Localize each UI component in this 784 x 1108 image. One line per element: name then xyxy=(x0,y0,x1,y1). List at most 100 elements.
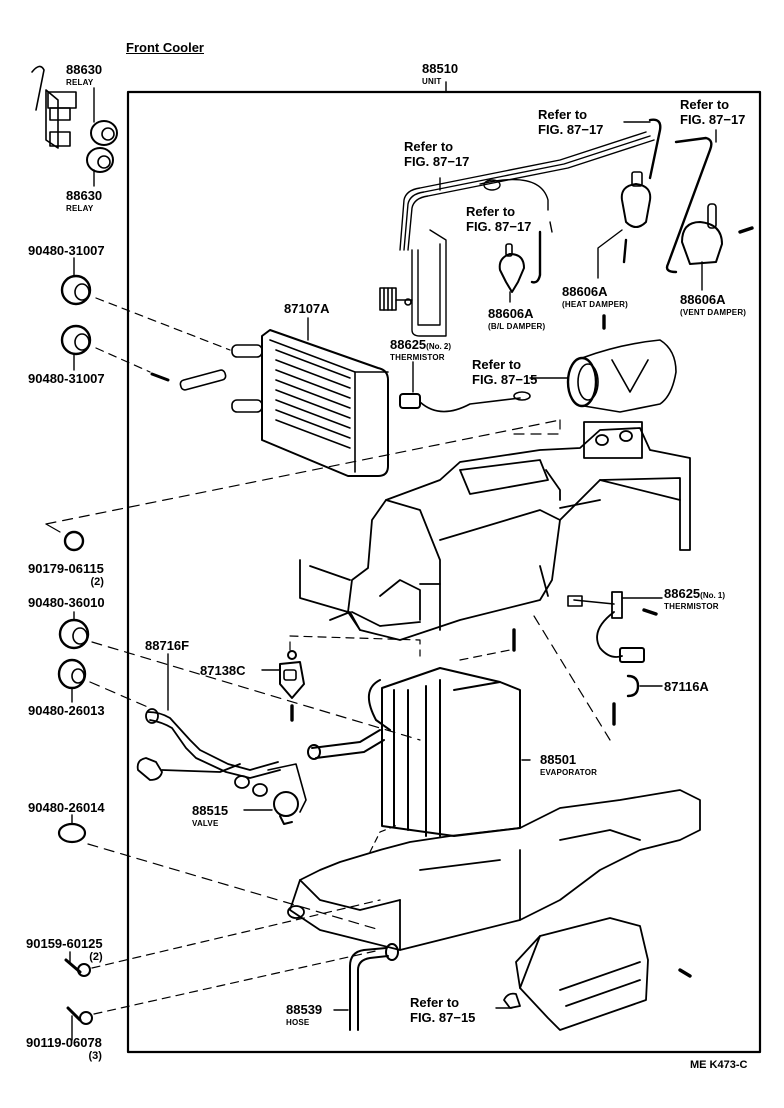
screw-60125-icon xyxy=(64,899,381,977)
unit-housing-icon xyxy=(299,419,691,652)
lower-case-icon xyxy=(287,789,701,951)
relay-bracket xyxy=(31,65,77,149)
grommet-26014-icon xyxy=(57,814,381,931)
part-name: (HEAT DAMPER) xyxy=(562,300,629,309)
clamp-icon xyxy=(626,674,663,698)
reference-line2: FIG. 87−17 xyxy=(404,153,470,169)
relay-top-icon xyxy=(90,87,118,146)
part-label-nut: 90179-06115 (2) xyxy=(28,561,104,588)
part-name: (VENT DAMPER) xyxy=(680,308,747,317)
part-label-grommet-3: 90480-36010 xyxy=(28,595,105,610)
tube-icon xyxy=(136,653,281,797)
part-name: RELAY xyxy=(66,78,94,87)
part-number: 88510 xyxy=(422,61,459,76)
assembly-leaders xyxy=(289,615,616,741)
part-name: THERMISTOR xyxy=(390,353,445,362)
part-number: 88630 xyxy=(66,188,103,203)
part-name: (B/L DAMPER) xyxy=(488,322,546,331)
reference-line2: FIG. 87−15 xyxy=(472,371,538,387)
part-label-tube: 88716F xyxy=(145,638,190,653)
thermistor-no1-icon xyxy=(567,591,663,663)
part-label-screw-2: 90119-06078 (3) xyxy=(26,1035,102,1062)
connector-icon xyxy=(379,287,413,311)
part-label-damper-vent: 88606A (VENT DAMPER) xyxy=(680,292,746,317)
part-label-bracket: 87138C xyxy=(200,663,246,678)
reference-fig-87-15-upper[interactable]: Refer to FIG. 87−15 xyxy=(472,357,538,388)
part-label-thermistor-no2: 88625(No. 2) THERMISTOR xyxy=(390,337,451,362)
reference-fig-87-17-right[interactable]: Refer to FIG. 87−17 xyxy=(680,97,746,128)
reference-fig-87-17-middle[interactable]: Refer to FIG. 87−17 xyxy=(466,204,531,235)
part-label-grommet-5: 90480-26014 xyxy=(28,800,105,815)
screw-06078-icon xyxy=(66,949,381,1041)
part-qty: (3) xyxy=(88,1050,102,1062)
part-label-screw-1: 90159-60125 (2) xyxy=(26,936,103,963)
part-name: VALVE xyxy=(192,819,219,828)
reference-line1: Refer to xyxy=(472,357,522,372)
part-label-hose: 88539 HOSE xyxy=(286,1002,322,1027)
grommet-31007-a-icon xyxy=(60,257,231,351)
part-label-relay-bottom: 88630 RELAY xyxy=(66,188,102,213)
part-label-heater-core: 87107A xyxy=(284,301,330,316)
part-label-damper-heat: 88606A (HEAT DAMPER) xyxy=(562,284,628,309)
damper-bl-icon xyxy=(498,243,525,303)
reference-line1: Refer to xyxy=(466,204,516,219)
grommet-36010-icon xyxy=(58,611,421,741)
part-label-evaporator: 88501 EVAPORATOR xyxy=(540,752,597,777)
thermistor-no2-icon xyxy=(399,361,531,413)
part-number: 88625 xyxy=(390,337,427,352)
vacuum-lines xyxy=(399,118,713,337)
reference-line1: Refer to xyxy=(410,995,460,1010)
part-name: RELAY xyxy=(66,204,94,213)
part-label-thermistor-no1: 88625(No. 1) THERMISTOR xyxy=(664,586,725,611)
part-label-grommet-1: 90480-31007 xyxy=(28,243,105,258)
damper-heat-icon xyxy=(597,171,652,330)
reference-line2: FIG. 87−17 xyxy=(538,121,604,137)
part-name: UNIT xyxy=(422,77,442,86)
part-number: 88606A xyxy=(680,292,726,307)
heater-core-icon xyxy=(179,317,389,477)
reference-line1: Refer to xyxy=(538,107,588,122)
relay-bottom-icon xyxy=(86,147,114,187)
reference-line2: FIG. 87−17 xyxy=(680,111,746,127)
damper-vent-icon xyxy=(681,203,754,291)
part-label-grommet-2: 90480-31007 xyxy=(28,371,105,386)
part-qty: (2) xyxy=(89,951,103,963)
part-number: 90179-06115 xyxy=(28,561,104,576)
nut-06115-icon xyxy=(45,419,561,552)
reference-fig-87-15-lower[interactable]: Refer to FIG. 87−15 xyxy=(410,995,476,1026)
reference-line1: Refer to xyxy=(680,97,730,112)
figure-code: ME K473-C xyxy=(690,1059,748,1071)
reference-line2: FIG. 87−15 xyxy=(410,1009,476,1025)
part-label-clamp: 87116A xyxy=(664,679,709,694)
part-label-unit: 88510 UNIT xyxy=(422,61,458,86)
part-label-damper-bl: 88606A (B/L DAMPER) xyxy=(488,306,545,331)
part-number: 88515 xyxy=(192,803,229,818)
part-number: 90119-06078 xyxy=(26,1035,102,1050)
reference-leaders xyxy=(439,121,717,379)
part-number: 88606A xyxy=(488,306,534,321)
part-number: 90159-60125 xyxy=(26,936,103,951)
grommet-31007-b-icon xyxy=(60,324,170,382)
reference-fig-87-17-top[interactable]: Refer to FIG. 87−17 xyxy=(538,107,604,138)
part-variant: (No. 2) xyxy=(426,342,452,351)
hose-icon xyxy=(333,943,399,1031)
reference-fig-87-17-left[interactable]: Refer to FIG. 87−17 xyxy=(404,139,470,170)
part-number: 88630 xyxy=(66,62,103,77)
part-number: 88539 xyxy=(286,1002,323,1017)
part-number: 88625 xyxy=(664,586,701,601)
reference-line1: Refer to xyxy=(404,139,454,154)
grommet-26013-icon xyxy=(57,658,151,709)
unit-boundary xyxy=(126,81,762,1054)
part-variant: (No. 1) xyxy=(700,591,726,600)
evaporator-icon xyxy=(307,667,531,837)
part-number: 88501 xyxy=(540,752,577,767)
duct-upper-icon xyxy=(566,339,677,413)
part-number: 88606A xyxy=(562,284,608,299)
valve-icon xyxy=(243,763,307,825)
bracket-icon xyxy=(261,650,305,722)
diagram-title: Front Cooler xyxy=(126,40,204,55)
part-name: EVAPORATOR xyxy=(540,768,598,777)
part-name: THERMISTOR xyxy=(664,602,719,611)
part-name: HOSE xyxy=(286,1018,310,1027)
